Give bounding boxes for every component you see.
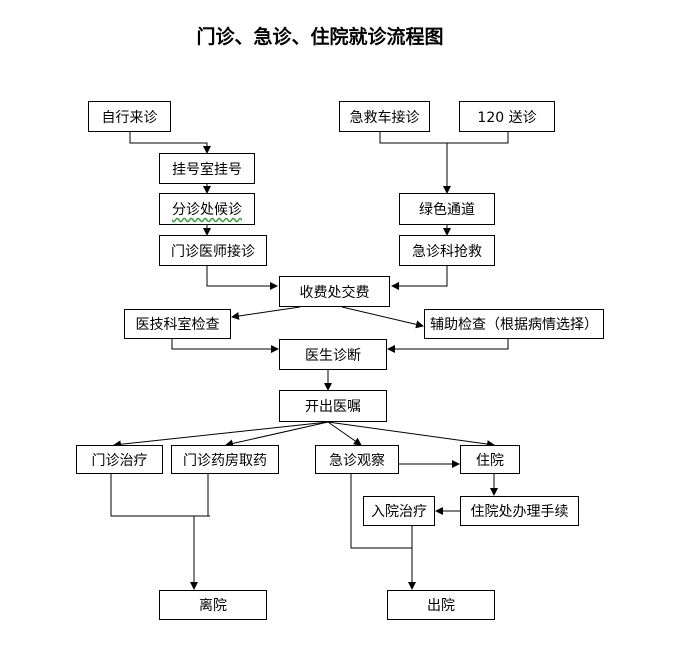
node-ambulance: 急救车接诊 (339, 101, 430, 132)
node-outpatient-doctor: 门诊医师接诊 (159, 235, 267, 266)
diagram-title: 门诊、急诊、住院就诊流程图 (196, 26, 444, 48)
node-aux-exam: 辅助检查（根据病情选择） (424, 309, 604, 339)
edge-ambulance-to-green-channel (379, 132, 447, 144)
node-self-visit: 自行来诊 (88, 101, 171, 132)
edge-send-120-to-green-channel (447, 132, 509, 144)
node-diagnosis: 医生诊断 (279, 339, 387, 370)
node-medtech-exam: 医技科室检查 (124, 309, 231, 339)
edge-orders-to-hospitalization (327, 421, 495, 449)
edge-payment-to-aux-exam (341, 306, 424, 329)
node-pharmacy: 门诊药房取药 (171, 445, 279, 474)
edge-payment-to-medtech-exam (231, 306, 301, 320)
node-admission-procedures: 住院处办理手续 (460, 496, 579, 526)
node-registration: 挂号室挂号 (159, 153, 255, 184)
node-discharge: 出院 (387, 590, 495, 620)
edge-orders-to-pharmacy (225, 421, 329, 448)
node-send-120: 120 送诊 (459, 101, 555, 132)
node-emergency-rescue: 急诊科抢救 (399, 235, 495, 266)
edge-medtech-exam-to-diagnosis (171, 339, 279, 353)
edge-orders-to-outpatient-treatment (113, 421, 329, 449)
edge-outpatient-treatment-to-leave (110, 474, 210, 517)
edge-emergency-observation-to-discharge (350, 474, 412, 549)
node-triage: 分诊处候诊 (159, 193, 255, 225)
node-inpatient-treatment: 入院治疗 (363, 496, 435, 526)
edge-aux-exam-to-diagnosis (387, 339, 509, 353)
node-emergency-observation: 急诊观察 (315, 445, 399, 474)
edge-orders-to-emergency-observation (327, 421, 362, 446)
node-orders: 开出医嘱 (279, 390, 387, 422)
node-leave: 离院 (159, 590, 267, 620)
edge-emergency-rescue-to-payment (391, 266, 448, 290)
node-hospitalization: 住院 (460, 445, 520, 474)
edge-outpatient-doctor-to-payment (206, 266, 278, 290)
node-green-channel: 绿色通道 (399, 193, 495, 225)
node-triage-label: 分诊处候诊 (172, 202, 242, 218)
edge-self-visit-to-registration (129, 132, 211, 154)
node-payment: 收费处交费 (279, 276, 390, 307)
node-outpatient-treatment: 门诊治疗 (76, 445, 163, 474)
